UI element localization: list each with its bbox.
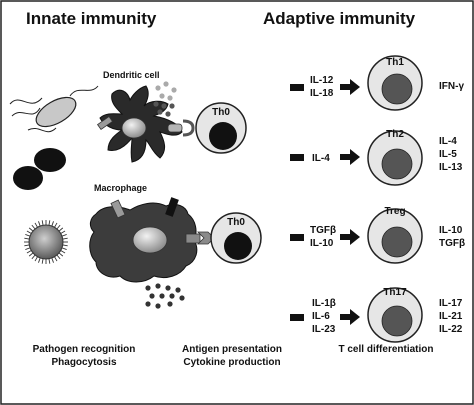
th0-cell-bottom bbox=[210, 212, 262, 264]
cytokine-dot bbox=[145, 285, 151, 291]
arrow-icon bbox=[340, 79, 360, 95]
cytokine-label: IL-1β bbox=[312, 298, 336, 309]
dendritic-cell-icon bbox=[96, 85, 183, 163]
cytokine-dot bbox=[159, 93, 165, 99]
bacterium-icon bbox=[9, 85, 99, 133]
differentiation-caption: T cell differentiation bbox=[338, 344, 434, 355]
cytokine-dot bbox=[179, 295, 185, 301]
cytokine-label: IL-10 bbox=[310, 238, 334, 249]
arrow-icon bbox=[340, 229, 360, 245]
innate-immunity-heading: Innate immunity bbox=[26, 9, 157, 28]
cytokine-dot bbox=[175, 287, 181, 293]
cytokine-label: IL-10 bbox=[439, 225, 463, 236]
cell-nucleus bbox=[381, 73, 413, 105]
treg-label: Treg bbox=[384, 206, 406, 217]
macrophage-icon bbox=[89, 197, 201, 283]
th1-inputs: IL-12 IL-18 bbox=[310, 74, 333, 100]
cytokine-label: IL-22 bbox=[439, 324, 463, 335]
cytokine-label: IL-4 bbox=[439, 136, 457, 147]
treg-outputs: IL-10 TGFβ bbox=[439, 224, 465, 250]
th1-outputs: IFN-γ bbox=[439, 80, 464, 93]
cytokine-dot bbox=[155, 283, 161, 289]
cytokine-label: IL-5 bbox=[439, 149, 457, 160]
cell-nucleus bbox=[381, 148, 413, 180]
arrow-icon bbox=[340, 309, 360, 325]
cytokine-label: IL-21 bbox=[439, 311, 463, 322]
cytokine-dot bbox=[157, 109, 163, 115]
cytokine-label: IL-23 bbox=[312, 324, 336, 335]
th2-inputs: IL-4 bbox=[312, 152, 330, 165]
cytokine-dot bbox=[167, 95, 173, 101]
cytokine-dot bbox=[153, 101, 159, 107]
th17-outputs: IL-17 IL-21 IL-22 bbox=[439, 297, 462, 336]
cytokine-dot bbox=[163, 81, 169, 87]
cytokine-label: TGFβ bbox=[439, 238, 466, 249]
cytokine-dot bbox=[161, 103, 167, 109]
inhibit-bar bbox=[290, 314, 304, 321]
cytokine-label: IFN-γ bbox=[439, 81, 464, 92]
cell-nucleus bbox=[381, 226, 413, 258]
cytokine-dot bbox=[149, 293, 155, 299]
cytokine-label: IL-4 bbox=[312, 153, 330, 164]
th2-outputs: IL-4 IL-5 IL-13 bbox=[439, 135, 462, 174]
cell-nucleus bbox=[381, 305, 413, 337]
th0-top-label: Th0 bbox=[212, 107, 230, 118]
th17-label: Th17 bbox=[383, 287, 407, 298]
presentation-caption: Antigen presentation Cytokine production bbox=[181, 344, 282, 368]
cytokine-label: IL-6 bbox=[312, 311, 330, 322]
treg-inputs: TGFβ IL-10 bbox=[310, 224, 336, 250]
cytokine-label: IL-18 bbox=[310, 88, 334, 99]
cytokine-dot bbox=[145, 301, 151, 307]
th0-cell-top bbox=[195, 102, 247, 154]
cytokine-dot bbox=[169, 293, 175, 299]
inhibit-bar bbox=[290, 84, 304, 91]
dendritic-cell-label: Dendritic cell bbox=[103, 70, 160, 80]
th0-bottom-label: Th0 bbox=[227, 217, 245, 228]
cytokine-dot bbox=[155, 303, 161, 309]
th17-inputs: IL-1β IL-6 IL-23 bbox=[312, 297, 336, 336]
cytokine-dot bbox=[167, 301, 173, 307]
macrophage-label: Macrophage bbox=[94, 183, 148, 193]
cytokine-dot bbox=[171, 87, 177, 93]
th2-label: Th2 bbox=[386, 129, 404, 140]
cytokine-label: IL-12 bbox=[310, 75, 334, 86]
fungus-icon bbox=[13, 148, 66, 190]
cytokine-dot bbox=[165, 111, 171, 117]
cytokine-dot bbox=[169, 103, 175, 109]
inhibit-bar bbox=[290, 234, 304, 241]
virus-icon bbox=[24, 220, 68, 264]
tcr-receptor-top bbox=[182, 119, 195, 137]
differentiated-cells bbox=[367, 55, 423, 343]
innate-caption: Pathogen recognition Phagocytosis bbox=[32, 344, 136, 368]
adaptive-immunity-heading: Adaptive immunity bbox=[263, 9, 416, 28]
cytokine-label: IL-17 bbox=[439, 298, 463, 309]
cytokine-label: TGFβ bbox=[310, 225, 337, 236]
macrophage-cytokine-dots bbox=[145, 283, 185, 309]
inhibit-bar bbox=[290, 154, 304, 161]
cytokine-dot bbox=[159, 293, 165, 299]
th1-label: Th1 bbox=[386, 57, 404, 68]
arrow-icon bbox=[340, 149, 360, 165]
presentation-chevron bbox=[197, 231, 215, 245]
dc-cytokine-dots bbox=[153, 81, 177, 117]
differentiation-arrows bbox=[290, 79, 360, 325]
cytokine-label: IL-13 bbox=[439, 162, 463, 173]
cytokine-dot bbox=[155, 85, 161, 91]
cytokine-dot bbox=[165, 285, 171, 291]
